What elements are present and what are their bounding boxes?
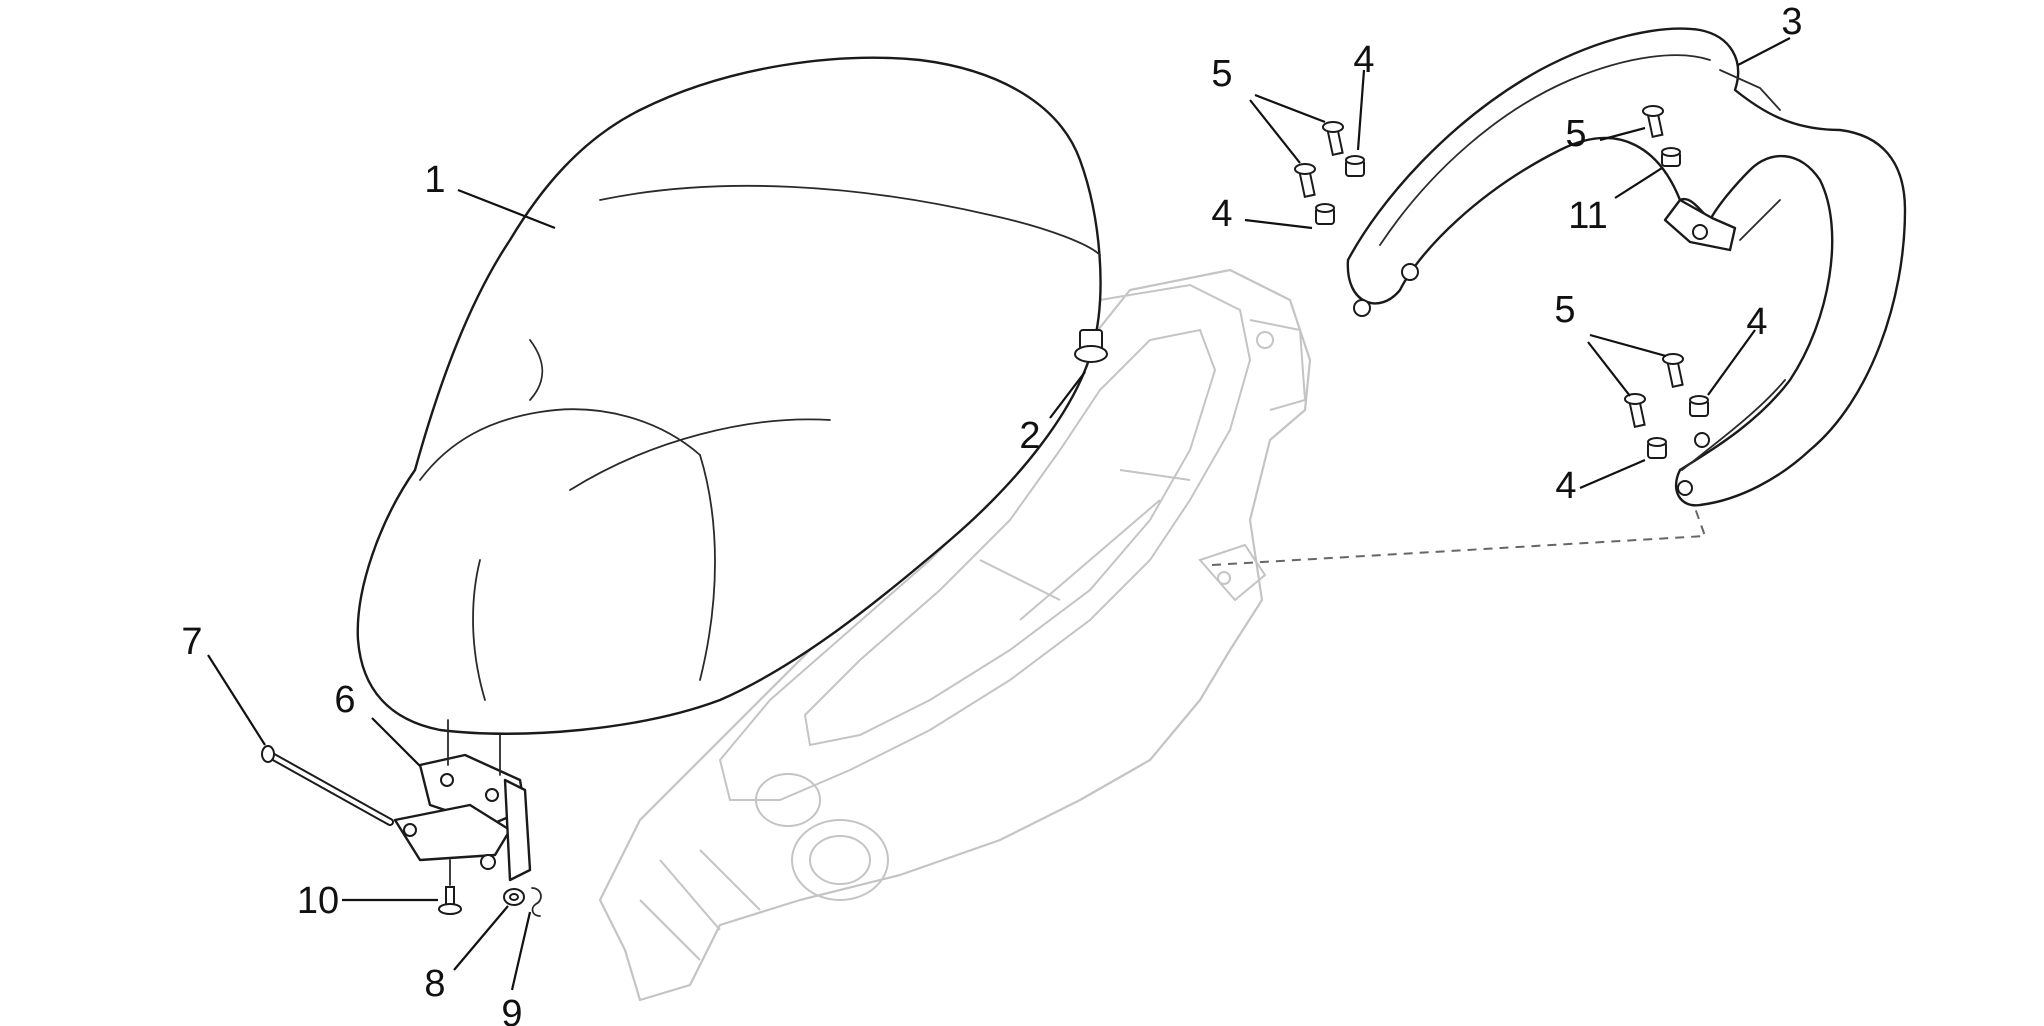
spacer-part-4-b — [1315, 203, 1335, 225]
spacer-part-4-c — [1689, 395, 1709, 417]
callout-5-upper: 5 — [1211, 53, 1232, 95]
screw-part-5-a — [1322, 121, 1344, 156]
callout-5-lower: 5 — [1554, 289, 1575, 331]
clip-part-9 — [531, 887, 542, 917]
callout-4-lower-b: 4 — [1555, 465, 1576, 507]
screw-part-10 — [438, 859, 462, 915]
screw-part-5-b — [1294, 163, 1316, 198]
leader-lines — [207, 37, 1791, 991]
screw-part-5-d — [1662, 353, 1684, 388]
callout-7: 7 — [181, 621, 202, 663]
helmet-compartment — [598, 268, 1312, 1002]
callout-11: 11 — [1568, 195, 1607, 237]
washer-part-8 — [503, 888, 525, 906]
callout-4-lower-a: 4 — [1746, 301, 1767, 343]
spacer-part-4-d — [1647, 437, 1667, 459]
callout-5-right: 5 — [1565, 113, 1586, 155]
callout-1: 1 — [424, 159, 445, 201]
callout-3: 3 — [1781, 1, 1802, 43]
callout-10: 10 — [297, 880, 339, 922]
spacer-part-11 — [1661, 147, 1681, 167]
callout-6: 6 — [334, 679, 355, 721]
callout-4-upper-a: 4 — [1353, 39, 1374, 81]
alignment-dashed-line — [1211, 507, 1707, 566]
rubber-buffer-part-2 — [1074, 329, 1108, 363]
hinge-pin-part-7 — [261, 745, 394, 826]
screw-part-5-c — [1642, 105, 1664, 138]
hinge-bracket-part-6 — [393, 719, 532, 882]
spacer-part-4-a — [1345, 155, 1365, 177]
callout-labels: 1 2 3 4 4 4 4 5 5 5 6 7 8 9 10 11 — [181, 1, 1802, 1026]
callout-8: 8 — [424, 963, 445, 1005]
seat-part-1 — [356, 56, 1102, 735]
grab-rail-part-3 — [1346, 27, 1907, 507]
screw-part-5-e — [1624, 393, 1646, 428]
callout-2: 2 — [1019, 415, 1040, 457]
callout-4-upper-b: 4 — [1211, 193, 1232, 235]
callout-9: 9 — [501, 993, 522, 1026]
